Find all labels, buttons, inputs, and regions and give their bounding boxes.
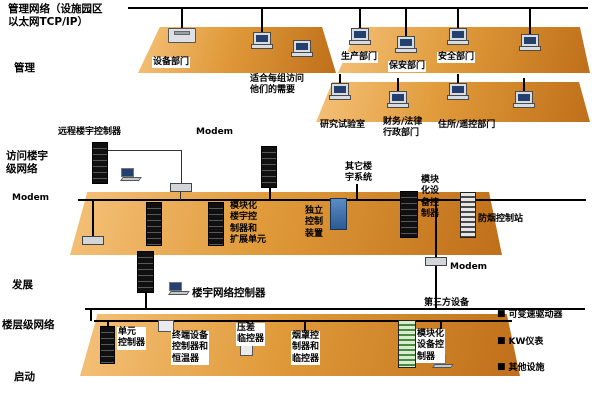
printer-icon <box>168 28 196 43</box>
computer-icon <box>328 84 352 99</box>
legend-bullet-icon: ■ <box>497 335 506 346</box>
computer-icon <box>290 41 314 56</box>
modem-device-icon <box>82 236 104 245</box>
connector-line <box>107 322 109 327</box>
connector-line <box>90 310 92 321</box>
development-bus <box>85 308 585 310</box>
legend-bullet-icon: ■ <box>497 308 506 319</box>
modular-equipment-controller-icon <box>398 320 416 368</box>
computer-icon <box>386 92 410 107</box>
label-modem-right: Modem <box>450 262 488 272</box>
connector-line <box>523 78 525 92</box>
computer-icon <box>446 84 470 99</box>
modem-device-icon <box>170 183 192 192</box>
legend-item-label: 可变速驱动器 <box>508 310 563 320</box>
network-controller-icon <box>137 251 154 293</box>
phone-line <box>108 150 181 151</box>
computer-icon <box>394 37 418 52</box>
label-unit-controller: 单元 控制器 <box>117 327 147 350</box>
computer-icon <box>446 29 470 44</box>
remote-building-controller-icon <box>92 142 108 184</box>
plane-building-level <box>70 192 502 255</box>
label-modular-building-controller: 模块化 楼宇控 制器和 扩展单元 <box>230 201 267 245</box>
building-controller-icon <box>208 202 224 246</box>
computer-icon <box>518 35 542 50</box>
side-label-access: 访问楼宇 级网络 <box>6 150 48 176</box>
computer-icon <box>512 92 536 107</box>
building-controller-icon <box>146 202 162 246</box>
side-label-startup: 启动 <box>14 371 35 383</box>
standalone-control-device-icon <box>330 198 347 230</box>
label-pressure-monitor: 压差 临控器 <box>236 323 266 346</box>
legend-item-label: 其他设施 <box>508 363 545 373</box>
laptop-icon <box>164 282 190 297</box>
connector-line <box>457 74 459 86</box>
connector-line <box>359 9 361 31</box>
legend-item-other: ■ 其他设施 <box>497 360 545 374</box>
computer-icon <box>250 33 274 48</box>
printer-slot <box>174 31 190 35</box>
side-label-development: 发展 <box>12 279 33 291</box>
label-hood-controller: 烟罩控 制器和 临控器 <box>291 331 321 365</box>
label-modem-left: Modem <box>12 193 50 203</box>
label-modular-equipment-controller: 模块 化设 备控 制器 <box>421 175 440 219</box>
modular-equipment-controller-icon <box>400 191 418 238</box>
label-equipment-dept: 设备部门 <box>152 57 191 69</box>
label-network-controller: 楼宇网络控制器 <box>192 287 266 299</box>
connector-line <box>435 201 437 309</box>
connector-line <box>356 184 358 200</box>
connector-line <box>145 293 147 309</box>
label-residence-dept: 住所/遥控部门 <box>438 120 496 130</box>
other-systems-controller-icon <box>261 146 277 188</box>
label-third-party: 第三方设备 <box>424 298 470 308</box>
connector-line <box>397 78 399 92</box>
label-research-lab: 研究试验室 <box>320 120 366 130</box>
computer-icon <box>348 29 372 44</box>
connector-line <box>181 9 183 28</box>
legend-item-kw-meter: ■ KW仪表 <box>497 334 544 348</box>
connector-line <box>529 9 531 37</box>
label-terminal-controller: 终端设备 控制器和 恒温器 <box>171 331 210 365</box>
label-standalone-control: 独立 控制 装置 <box>305 206 324 239</box>
modem-device-icon <box>425 257 447 266</box>
unit-controller-icon <box>100 326 115 364</box>
connector-line <box>339 74 341 86</box>
floor-level-bus <box>94 320 512 322</box>
connector-line <box>180 191 181 200</box>
laptop-icon <box>116 168 142 183</box>
label-modem-top: Modem <box>196 127 234 137</box>
diagram-title: 管理网络（设施园区 以太网TCP/IP） <box>8 3 103 29</box>
connector-line <box>269 188 271 200</box>
connector-line <box>457 9 459 31</box>
phone-line <box>181 150 182 184</box>
connector-line <box>261 9 263 35</box>
label-floor-modular-controller: 模块化 设备控 制器 <box>416 329 446 363</box>
legend-bullet-icon: ■ <box>497 361 506 372</box>
side-label-management: 管理 <box>14 62 35 74</box>
connector-line <box>405 9 407 39</box>
smoke-control-station-icon <box>460 192 476 238</box>
legend-item-vsd: ■ 可变速驱动器 <box>497 307 563 321</box>
label-guard-dept: 保安部门 <box>388 61 427 73</box>
side-label-floor: 楼层级网络 <box>2 319 55 331</box>
thermostat-icon <box>158 320 174 332</box>
connector-line <box>92 201 94 237</box>
legend-item-label: KW仪表 <box>508 337 544 347</box>
label-production-dept: 生产部门 <box>340 52 379 64</box>
label-smoke-station: 防烟控制站 <box>478 214 524 224</box>
label-access-note: 适合每组访问 他们的需要 <box>250 74 305 96</box>
label-other-systems: 其它楼 宇系统 <box>345 162 373 184</box>
label-remote-building-controller: 远程楼宇控制器 <box>58 127 122 137</box>
label-safety-dept: 安全部门 <box>437 52 476 64</box>
top-ethernet-bus <box>128 7 588 9</box>
label-finance-legal: 财务/法律 行政部门 <box>383 117 423 139</box>
